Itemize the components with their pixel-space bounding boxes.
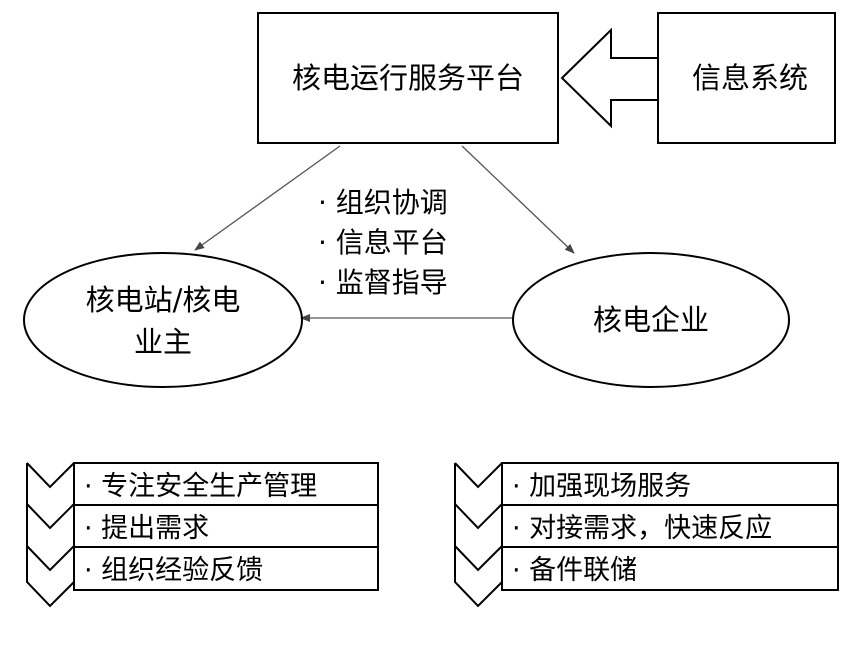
enterprise-duty-fast-response: · 对接需求，快速反应: [512, 513, 772, 544]
platform-box: [257, 12, 559, 144]
platform-box-label: 核电运行服务平台: [292, 61, 524, 95]
owner-duty-safety: · 专注安全生产管理: [84, 471, 317, 502]
platform-role-coordination: · 组织协调: [318, 186, 448, 219]
enterprise-duties-box: [501, 462, 839, 591]
info-system-box: [657, 12, 836, 144]
enterprise-ellipse: [512, 252, 790, 388]
owner-ellipse-label-line1: 核电站/核电: [86, 283, 241, 317]
owner-duties-box: [73, 462, 379, 591]
info-system-box-label: 信息系统: [692, 61, 808, 95]
owner-duty-feedback: · 组织经验反馈: [84, 555, 263, 586]
platform-to-owner-arrow: [194, 145, 341, 251]
info-flow-arrow: [560, 27, 659, 129]
owner-duty-requirements: · 提出需求: [84, 513, 209, 544]
platform-role-info-platform: · 信息平台: [318, 226, 448, 259]
enterprise-ellipse-label: 核电企业: [593, 303, 709, 337]
owner-ellipse: [23, 252, 303, 388]
enterprise-duties-chevrons: [454, 462, 503, 608]
platform-to-enterprise-arrow: [461, 145, 575, 254]
owner-duties-chevrons: [26, 462, 75, 608]
enterprise-duty-spare-parts: · 备件联储: [512, 555, 637, 586]
platform-role-supervision: · 监督指导: [318, 266, 448, 299]
enterprise-duty-onsite-service: · 加强现场服务: [512, 471, 691, 502]
owner-ellipse-label-line2: 业主: [134, 325, 192, 359]
